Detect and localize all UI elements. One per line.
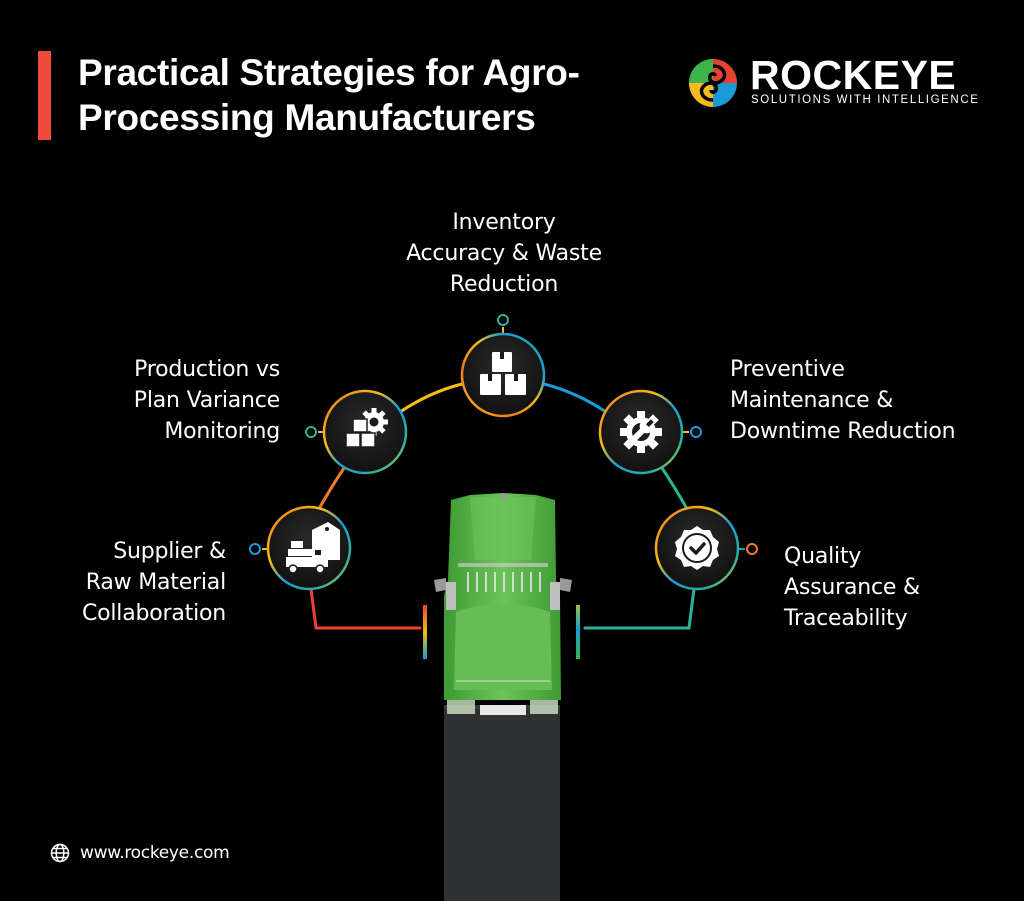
label-line: Production vs xyxy=(134,357,280,382)
label-line: Accuracy & Waste xyxy=(406,241,602,266)
gear-wrench-icon xyxy=(620,411,662,453)
left-gradient-tick xyxy=(423,605,427,659)
pin-supplier xyxy=(249,543,261,555)
label-line: Downtime Reduction xyxy=(730,419,956,444)
label-line: Monitoring xyxy=(164,419,280,444)
label-line: Assurance & xyxy=(784,575,920,600)
title-accent-bar xyxy=(38,51,51,140)
arc-teal xyxy=(660,466,688,509)
boxes-gear-icon xyxy=(345,408,388,448)
label-supplier: Supplier & Raw Material Collaboration xyxy=(10,536,226,629)
pin-maintenance xyxy=(690,426,702,438)
brand-name: ROCKEYE xyxy=(750,52,957,98)
footer: www.rockeye.com xyxy=(50,843,230,863)
brand-logo-block: ROCKEYE SOLUTIONS WITH INTELLIGENCE xyxy=(688,52,988,116)
label-quality: Quality Assurance & Traceability xyxy=(784,541,1014,634)
label-line: Quality xyxy=(784,544,862,569)
label-production: Production vs Plan Variance Monitoring xyxy=(60,354,280,447)
connector-right-bottom xyxy=(583,587,696,630)
node-inventory xyxy=(460,332,546,418)
pin-connectors xyxy=(249,314,758,555)
label-inventory: Inventory Accuracy & Waste Reduction xyxy=(373,207,635,300)
title-line-1: Practical Strategies for Agro- xyxy=(78,52,580,93)
stacked-boxes-icon xyxy=(480,352,526,395)
arc-connectors xyxy=(309,382,696,630)
truck-illustration xyxy=(434,493,572,901)
label-line: Plan Variance xyxy=(133,388,280,413)
label-line: Raw Material xyxy=(85,570,226,595)
label-line: Maintenance & xyxy=(730,388,894,413)
brand-tagline: SOLUTIONS WITH INTELLIGENCE xyxy=(751,94,980,106)
connector-left-bottom xyxy=(309,587,422,630)
page-title: Practical Strategies for Agro- Processin… xyxy=(78,50,658,140)
pin-inventory xyxy=(497,314,509,326)
label-line: Inventory xyxy=(452,210,556,235)
label-line: Supplier & xyxy=(113,539,226,564)
arc-blue xyxy=(542,382,608,414)
label-line: Traceability xyxy=(784,606,908,631)
pin-production xyxy=(305,426,317,438)
right-gradient-tick xyxy=(576,605,580,659)
rockeye-swirl-logo-icon xyxy=(689,59,737,107)
globe-icon xyxy=(50,843,70,863)
label-line: Reduction xyxy=(449,272,559,297)
label-line: Preventive xyxy=(730,357,845,382)
warehouse-truck-icon xyxy=(286,522,340,574)
arc-yellow xyxy=(398,382,464,414)
title-line-2: Processing Manufacturers xyxy=(78,97,536,138)
label-line: Collaboration xyxy=(81,601,226,626)
quality-badge-check-icon xyxy=(675,526,719,570)
arc-orange xyxy=(318,466,346,509)
label-maintenance: Preventive Maintenance & Downtime Reduct… xyxy=(730,354,1020,447)
truck-trailer xyxy=(444,705,560,901)
website-link[interactable]: www.rockeye.com xyxy=(80,843,230,863)
pin-quality xyxy=(746,543,758,555)
